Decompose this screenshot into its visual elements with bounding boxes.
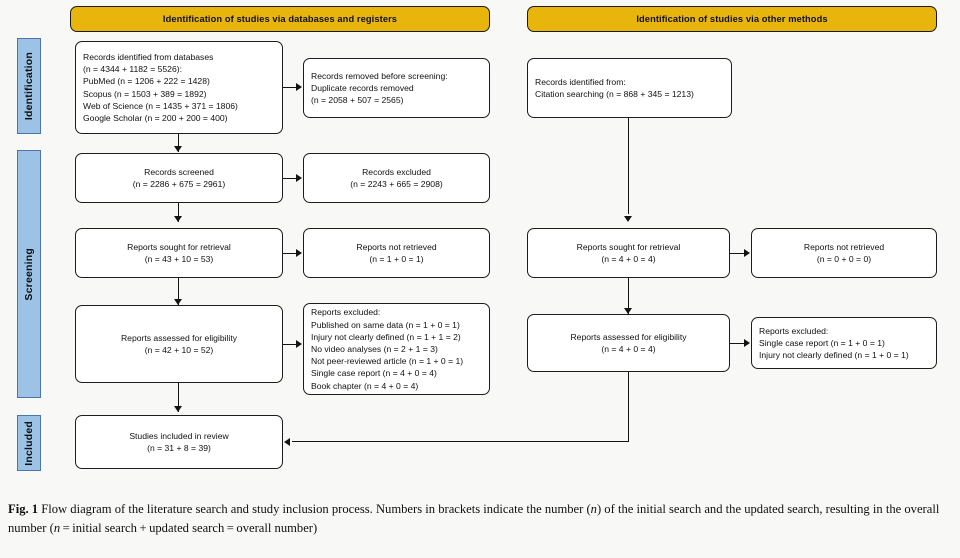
box-line: No video analyses (n = 2 + 1 = 3) bbox=[311, 343, 438, 354]
box-reports-assessed-eligibility-databases: Reports assessed for eligibility (n = 42… bbox=[75, 305, 283, 383]
box-line: Reports not retrieved bbox=[803, 241, 885, 252]
figure-caption-n2: n bbox=[53, 521, 61, 536]
figure-caption-n1: n bbox=[590, 502, 597, 516]
stage-tab-identification-label: Identification bbox=[23, 51, 35, 121]
connector-assessed-to-excluded-databases bbox=[283, 344, 296, 346]
box-line: Reports excluded: bbox=[759, 325, 829, 336]
arrowhead-screened-to-excluded bbox=[296, 174, 302, 182]
arrowhead-other-to-included bbox=[284, 438, 290, 446]
arrowhead-screened-to-sought bbox=[174, 216, 182, 222]
connector-other-to-included-horizontal bbox=[292, 441, 629, 443]
connector-other-to-included-vertical bbox=[628, 372, 630, 442]
box-records-removed-before-screening: Records removed before screening: Duplic… bbox=[303, 58, 490, 118]
box-line: Records excluded bbox=[362, 166, 431, 177]
arrowhead-sought-to-assessed-other bbox=[624, 308, 632, 314]
box-line: (n = 1 + 0 = 1) bbox=[369, 254, 424, 264]
box-records-identified-databases: Records identified from databases (n = 4… bbox=[75, 41, 283, 134]
figure-caption-part3: = initial search + updated search = over… bbox=[60, 521, 318, 536]
box-reports-not-retrieved-other: Reports not retrieved (n = 0 + 0 = 0) bbox=[751, 228, 937, 278]
box-line: PubMed (n = 1206 + 222 = 1428) bbox=[83, 76, 210, 87]
box-line: Studies included in review bbox=[129, 430, 229, 441]
box-line: Injury not clearly defined (n = 1 + 1 = … bbox=[311, 331, 461, 342]
arrowhead-assessed-to-excluded-other bbox=[744, 339, 750, 347]
box-reports-sought-retrieval-other: Reports sought for retrieval (n = 4 + 0 … bbox=[527, 228, 730, 278]
box-line: (n = 2243 + 665 = 2908) bbox=[350, 179, 443, 189]
box-line: Reports sought for retrieval bbox=[127, 241, 231, 252]
arrowhead-assessed-to-included bbox=[174, 406, 182, 412]
box-studies-included-in-review: Studies included in review (n = 31 + 8 =… bbox=[75, 415, 283, 469]
box-line: (n = 2286 + 675 = 2961) bbox=[132, 179, 226, 189]
stage-tab-screening-label: Screening bbox=[23, 247, 35, 301]
header-other-methods-label: Identification of studies via other meth… bbox=[636, 14, 828, 24]
box-line: (n = 42 + 10 = 52) bbox=[144, 345, 214, 355]
figure-caption: Fig. 1 Flow diagram of the literature se… bbox=[8, 500, 952, 538]
box-records-screened: Records screened (n = 2286 + 675 = 2961) bbox=[75, 153, 283, 203]
box-line: (n = 4344 + 1182 = 5526): bbox=[83, 64, 182, 75]
connector-identified-to-screened bbox=[178, 134, 180, 152]
connector-assessed-to-excluded-other bbox=[730, 343, 744, 345]
stage-tab-included-label: Included bbox=[23, 420, 35, 466]
connector-sought-to-not-retrieved-other bbox=[730, 253, 744, 255]
box-line: Single case report (n = 1 + 0 = 1) bbox=[759, 337, 885, 348]
figure-caption-part1: Flow diagram of the literature search an… bbox=[41, 502, 591, 516]
box-line: Records identified from databases bbox=[83, 51, 214, 62]
box-line: Reports assessed for eligibility bbox=[120, 332, 238, 343]
box-reports-assessed-eligibility-other: Reports assessed for eligibility (n = 4 … bbox=[527, 314, 730, 372]
arrowhead-sought-to-not-retrieved-databases bbox=[296, 249, 302, 257]
box-line: (n = 43 + 10 = 53) bbox=[144, 254, 214, 264]
box-line: (n = 4 + 0 = 4) bbox=[601, 254, 656, 264]
stage-tab-screening: Screening bbox=[17, 150, 41, 398]
box-line: Scopus (n = 1503 + 389 = 1892) bbox=[83, 88, 207, 99]
box-line: Web of Science (n = 1435 + 371 = 1806) bbox=[83, 100, 238, 111]
box-reports-excluded-other: Reports excluded: Single case report (n … bbox=[751, 317, 937, 369]
box-line: (n = 31 + 8 = 39) bbox=[147, 443, 211, 453]
box-line: (n = 0 + 0 = 0) bbox=[816, 254, 872, 264]
box-line: Google Scholar (n = 200 + 200 = 400) bbox=[83, 112, 228, 123]
figure-caption-label: Fig. 1 bbox=[8, 502, 39, 516]
box-line: Reports excluded: bbox=[311, 307, 381, 318]
figure-caption-part2: ) of the initial search and the updated … bbox=[8, 502, 940, 536]
box-line: Records identified from: bbox=[535, 76, 626, 87]
connector-sought-to-not-retrieved-databases bbox=[283, 253, 296, 255]
box-records-identified-other-methods: Records identified from: Citation search… bbox=[527, 58, 732, 118]
arrowhead-identified-to-removed bbox=[296, 83, 302, 91]
stage-tab-identification: Identification bbox=[17, 38, 41, 134]
box-reports-sought-retrieval-databases: Reports sought for retrieval (n = 43 + 1… bbox=[75, 228, 283, 278]
arrowhead-identified-to-screened bbox=[174, 146, 182, 152]
box-line: Reports not retrieved bbox=[356, 241, 437, 252]
box-line: Duplicate records removed bbox=[311, 82, 414, 93]
box-reports-not-retrieved-databases: Reports not retrieved (n = 1 + 0 = 1) bbox=[303, 228, 490, 278]
arrowhead-assessed-to-excluded-databases bbox=[296, 340, 302, 348]
connector-screened-to-excluded bbox=[283, 178, 296, 180]
arrowhead-sought-to-not-retrieved-other bbox=[744, 249, 750, 257]
box-line: Single case report (n = 4 + 0 = 4) bbox=[311, 368, 437, 379]
connector-identified-to-removed bbox=[283, 87, 296, 89]
arrowhead-citation-to-sought-other bbox=[624, 216, 632, 222]
box-records-excluded: Records excluded (n = 2243 + 665 = 2908) bbox=[303, 153, 490, 203]
box-line: (n = 4 + 0 = 4) bbox=[601, 344, 656, 354]
box-line: Records removed before screening: bbox=[311, 70, 448, 81]
box-line: Not peer-reviewed article (n = 1 + 0 = 1… bbox=[311, 356, 464, 367]
header-databases-registers: Identification of studies via databases … bbox=[70, 6, 490, 32]
header-databases-registers-label: Identification of studies via databases … bbox=[162, 14, 398, 24]
arrowhead-sought-to-assessed-databases bbox=[174, 299, 182, 305]
box-line: Published on same data (n = 1 + 0 = 1) bbox=[311, 319, 460, 330]
connector-sought-to-assessed-other bbox=[628, 278, 630, 314]
box-line: Reports assessed for eligibility bbox=[570, 331, 687, 342]
box-line: Reports sought for retrieval bbox=[576, 241, 681, 252]
box-line: Records screened bbox=[144, 166, 214, 177]
box-line: Citation searching (n = 868 + 345 = 1213… bbox=[535, 89, 694, 99]
connector-citation-to-sought-other bbox=[628, 118, 630, 214]
box-reports-excluded-databases: Reports excluded: Published on same data… bbox=[303, 303, 490, 395]
connector-screened-to-sought bbox=[178, 203, 180, 222]
connector-sought-to-assessed-databases bbox=[178, 278, 180, 305]
box-line: Injury not clearly defined (n = 1 + 0 = … bbox=[759, 350, 909, 361]
box-line: (n = 2058 + 507 = 2565) bbox=[311, 95, 404, 106]
header-other-methods: Identification of studies via other meth… bbox=[527, 6, 937, 32]
connector-assessed-to-included bbox=[178, 383, 180, 412]
box-line: Book chapter (n = 4 + 0 = 4) bbox=[311, 380, 419, 391]
stage-tab-included: Included bbox=[17, 415, 41, 471]
